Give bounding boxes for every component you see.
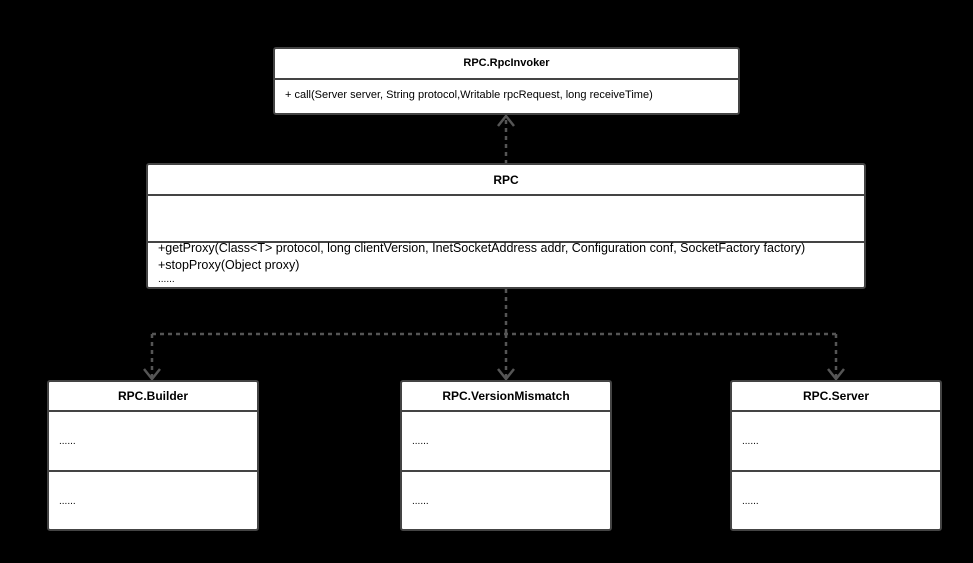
class-name: RPC <box>493 173 519 187</box>
divider <box>275 78 738 80</box>
method-getproxy: +getProxy(Class<T> protocol, long client… <box>158 241 806 255</box>
arrowhead-invoker <box>497 113 515 127</box>
class-name: RPC.Server <box>802 389 870 403</box>
class-name: RPC.VersionMismatch <box>442 389 570 403</box>
class-rpc-invoker[interactable]: RPC.RpcInvoker + call(Server server, Str… <box>273 47 740 115</box>
methods: ...... <box>742 496 759 507</box>
divider <box>402 470 610 472</box>
class-rpc-builder[interactable]: RPC.Builder ...... ...... <box>47 380 259 531</box>
class-rpc-server[interactable]: RPC.Server ...... ...... <box>730 380 942 531</box>
arrowhead-builder <box>143 368 161 382</box>
attributes: ...... <box>742 436 759 447</box>
class-name: RPC.Builder <box>117 389 188 403</box>
divider <box>49 410 257 412</box>
divider <box>148 241 864 243</box>
class-name: RPC.RpcInvoker <box>463 57 550 69</box>
class-rpc-version-mismatch[interactable]: RPC.VersionMismatch ...... ...... <box>400 380 612 531</box>
methods: ...... <box>59 496 76 507</box>
divider <box>732 410 940 412</box>
divider <box>148 194 864 196</box>
class-rpc[interactable]: RPC +getProxy(Class<T> protocol, long cl… <box>146 163 866 289</box>
arrowhead-server <box>827 368 845 382</box>
divider <box>49 470 257 472</box>
divider <box>402 410 610 412</box>
method-more: ...... <box>158 274 175 285</box>
divider <box>732 470 940 472</box>
attributes: ...... <box>412 436 429 447</box>
methods: ...... <box>412 496 429 507</box>
method-stopproxy: +stopProxy(Object proxy) <box>158 258 300 272</box>
attributes: ...... <box>59 436 76 447</box>
method-call: + call(Server server, String protocol,Wr… <box>285 89 653 101</box>
arrowhead-mismatch <box>497 368 515 382</box>
